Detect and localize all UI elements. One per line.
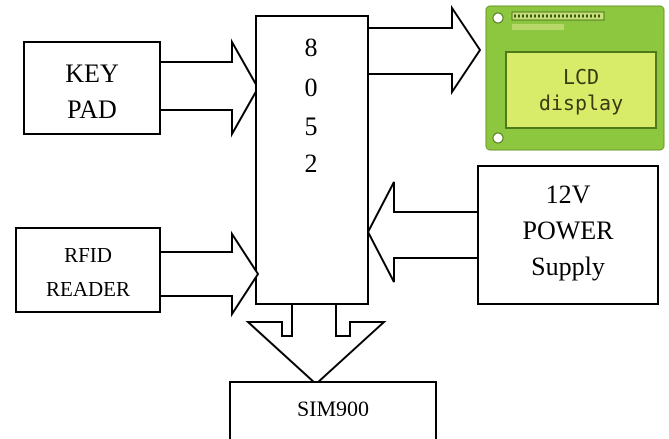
sim900-block: SIM900 [229,381,437,439]
power-label-line2: POWER [523,216,615,245]
power-block: 12V POWER Supply [477,165,659,305]
keypad-label-line1: KEY [65,59,119,88]
keypad-block: KEY PAD [23,41,161,135]
lcd-silkscreen [512,24,564,30]
lcd-text-line1: LCD [563,65,599,89]
mcu-label-char-3: 5 [305,112,318,141]
mcu-label-char-1: 8 [305,33,318,62]
mcu-box [255,15,369,305]
power-box [477,165,659,305]
lcd-module: LCD display [485,5,665,151]
mcu-label-char-2: 0 [305,73,318,102]
keypad-box [23,41,161,135]
rfid-to-mcu-arrow [159,230,260,318]
lcd-mount-hole-top-left [492,12,504,24]
lcd-mount-hole-bottom-left [492,132,504,144]
mcu-to-lcd-arrow [367,4,482,96]
power-label-line1: 12V [546,180,591,209]
mcu-label-char-4: 2 [305,149,318,178]
sim900-label: SIM900 [297,396,369,421]
sim900-box [229,381,437,439]
lcd-text-line2: display [539,91,623,115]
keypad-to-mcu-arrow [159,38,260,138]
power-label-line3: Supply [531,252,605,281]
mcu-block: 8 0 5 2 [255,15,369,305]
rfid-label-line1: RFID [64,243,112,267]
rfid-label-line2: READER [46,277,130,301]
rfid-block: RFID READER [15,227,161,313]
power-to-mcu-arrow [366,181,479,283]
keypad-label-line2: PAD [67,95,117,124]
mcu-sim900-bidirectional-arrow [245,303,387,386]
lcd-screen [505,51,657,129]
